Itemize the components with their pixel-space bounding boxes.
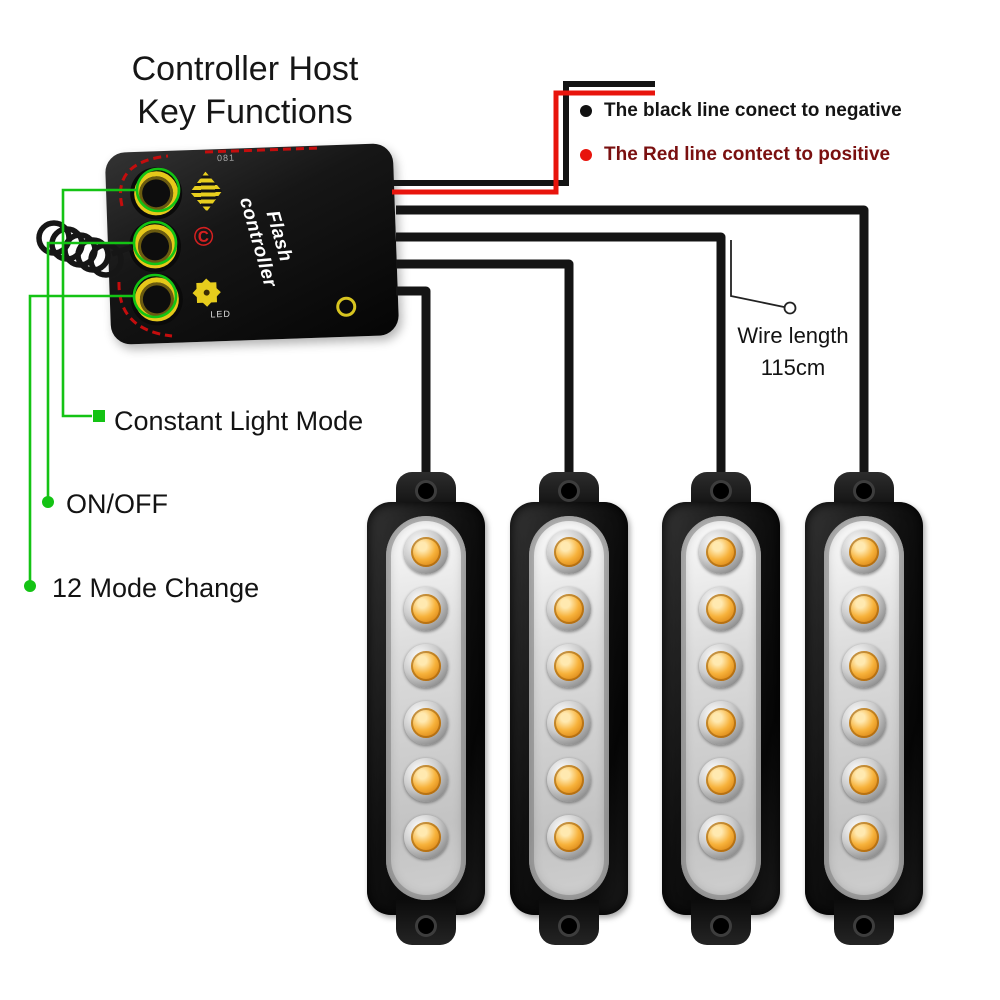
screw-hole-bottom [713, 918, 729, 934]
led-bulb [404, 587, 448, 631]
led-light-bar [510, 472, 628, 945]
mount-tab-bottom [691, 900, 751, 945]
mount-tab-bottom [396, 900, 456, 945]
led-bulb [842, 815, 886, 859]
led-bulb [547, 758, 591, 802]
led-bulb [842, 587, 886, 631]
led-bulb [699, 587, 743, 631]
label-constant-light-mode: Constant Light Mode [114, 406, 364, 436]
screw-hole-bottom [856, 918, 872, 934]
led-bulb [547, 530, 591, 574]
light-lens [386, 516, 466, 900]
light-lens [529, 516, 609, 900]
legend-positive-label: The Red line contect to positive [604, 144, 891, 165]
screw-hole-top [713, 483, 729, 499]
led-bulb [699, 815, 743, 859]
page-title: Controller Host Key Functions [50, 48, 440, 134]
screw-hole-bottom [561, 918, 577, 934]
led-bulb [404, 644, 448, 688]
light-lens [824, 516, 904, 900]
led-bulb [547, 587, 591, 631]
mount-tab-bottom [834, 900, 894, 945]
led-bulb [699, 644, 743, 688]
led-bulb [842, 644, 886, 688]
led-bulb [842, 758, 886, 802]
led-bulb [404, 701, 448, 745]
title-line-2: Key Functions [137, 93, 353, 131]
light-lens [681, 516, 761, 900]
led-light-bar [662, 472, 780, 945]
title-line-1: Controller Host [131, 50, 359, 88]
led-bulb [547, 701, 591, 745]
led-bulb [699, 530, 743, 574]
led-bulb [699, 758, 743, 802]
legend-negative-label: The black line conect to negative [604, 100, 902, 121]
screw-hole-bottom [418, 918, 434, 934]
led-light-bar [805, 472, 923, 945]
screw-hole-top [561, 483, 577, 499]
screw-hole-top [418, 483, 434, 499]
mount-tab-bottom [539, 900, 599, 945]
led-bulb [404, 530, 448, 574]
screw-hole-top [856, 483, 872, 499]
led-bulb [404, 815, 448, 859]
led-bulb [547, 644, 591, 688]
wire-legend: The black line conect to negative The Re… [580, 100, 902, 188]
led-bulb [699, 701, 743, 745]
led-bulb [404, 758, 448, 802]
led-bulb [842, 530, 886, 574]
led-light-bar [367, 472, 485, 945]
led-bulb [547, 815, 591, 859]
led-bulb [842, 701, 886, 745]
